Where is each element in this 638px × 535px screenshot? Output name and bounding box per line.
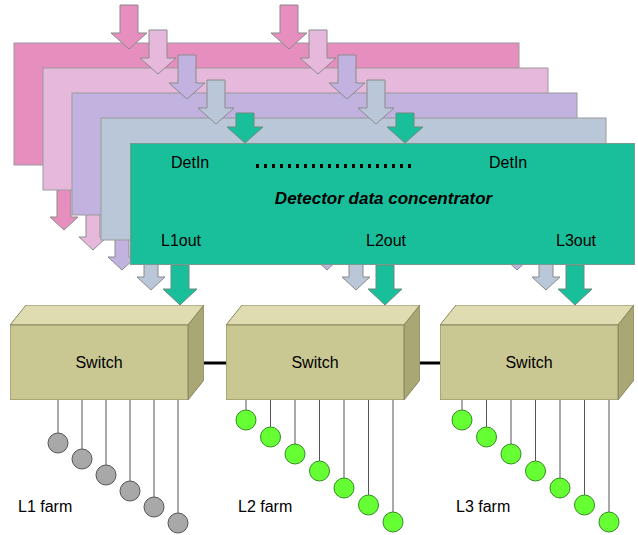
switch-front — [226, 325, 404, 400]
switch-label: Switch — [505, 354, 552, 372]
box-title: Detector data concentrator — [131, 190, 636, 208]
farm-link — [584, 400, 585, 495]
switch-box: Switch — [226, 305, 420, 400]
farm-link — [393, 400, 394, 512]
input-arrow — [271, 5, 307, 49]
switch-top — [440, 305, 634, 325]
switch-label: Switch — [75, 354, 122, 372]
port-label: DetIn — [489, 154, 527, 172]
link-line — [420, 362, 440, 365]
farm-node — [72, 449, 92, 469]
port-label: DetIn — [171, 154, 209, 172]
farm-link — [486, 400, 487, 427]
input-arrow — [140, 30, 176, 74]
farm-node — [334, 478, 354, 498]
switch-front — [440, 325, 618, 400]
farm-node — [236, 410, 256, 430]
farm-link — [82, 400, 83, 449]
input-arrow — [387, 113, 423, 143]
switch-shape — [226, 305, 420, 400]
port-label: L1out — [161, 232, 201, 250]
farm-link — [511, 400, 512, 444]
farm-node — [261, 427, 281, 447]
farm-link — [535, 400, 536, 461]
switch-side — [618, 305, 634, 400]
port-label: L2out — [366, 232, 406, 250]
switch-label: Switch — [291, 354, 338, 372]
farm-label: L3 farm — [456, 498, 510, 516]
switch-side — [188, 305, 204, 400]
farm-link — [462, 400, 463, 410]
farm-node — [359, 495, 379, 515]
farm-label: L1 farm — [18, 498, 72, 516]
farm-node — [310, 461, 330, 481]
farm-link — [246, 400, 247, 410]
farm-node — [477, 427, 497, 447]
switch-front — [10, 325, 188, 400]
farm-node — [452, 410, 472, 430]
input-arrow — [300, 30, 336, 74]
farm-link — [368, 400, 369, 495]
input-arrow — [198, 80, 234, 124]
input-arrow — [227, 113, 263, 143]
switch-shape — [440, 305, 634, 400]
farm-link — [58, 400, 59, 433]
switch-top — [10, 305, 204, 325]
processor-farm — [452, 400, 619, 532]
farm-link — [295, 400, 296, 444]
switch-box: Switch — [440, 305, 634, 400]
farm-link — [178, 400, 179, 513]
data-arrow — [368, 265, 402, 305]
farm-node — [285, 444, 305, 464]
farm-node — [96, 465, 116, 485]
input-arrow — [169, 55, 205, 99]
data-arrow — [558, 265, 592, 305]
farm-node — [550, 478, 570, 498]
farm-node — [526, 461, 546, 481]
switch-side — [404, 305, 420, 400]
data-arrow — [163, 265, 197, 305]
link-line — [204, 362, 226, 365]
farm-link — [130, 400, 131, 481]
farm-node — [599, 512, 619, 532]
farm-node — [168, 513, 188, 533]
input-arrow — [329, 55, 365, 99]
farm-link — [609, 400, 610, 512]
switch-box: Switch — [10, 305, 204, 400]
concentrator-box: DetIn DetInDetector data concentratorL1ou… — [130, 143, 635, 265]
port-label: L3out — [556, 232, 596, 250]
farm-node — [383, 512, 403, 532]
farm-link — [154, 400, 155, 497]
farm-node — [501, 444, 521, 464]
switch-shape — [10, 305, 204, 400]
farm-link — [270, 400, 271, 427]
input-arrow — [111, 5, 147, 49]
processor-farm — [236, 400, 403, 532]
farm-node — [48, 433, 68, 453]
farm-link — [106, 400, 107, 465]
farm-label: L2 farm — [238, 498, 292, 516]
switch-top — [226, 305, 420, 325]
dotted-line — [256, 164, 411, 168]
farm-node — [120, 481, 140, 501]
input-arrow — [358, 80, 394, 124]
farm-node — [144, 497, 164, 517]
farm-link — [319, 400, 320, 461]
farm-link — [344, 400, 345, 478]
farm-link — [560, 400, 561, 478]
farm-node — [575, 495, 595, 515]
